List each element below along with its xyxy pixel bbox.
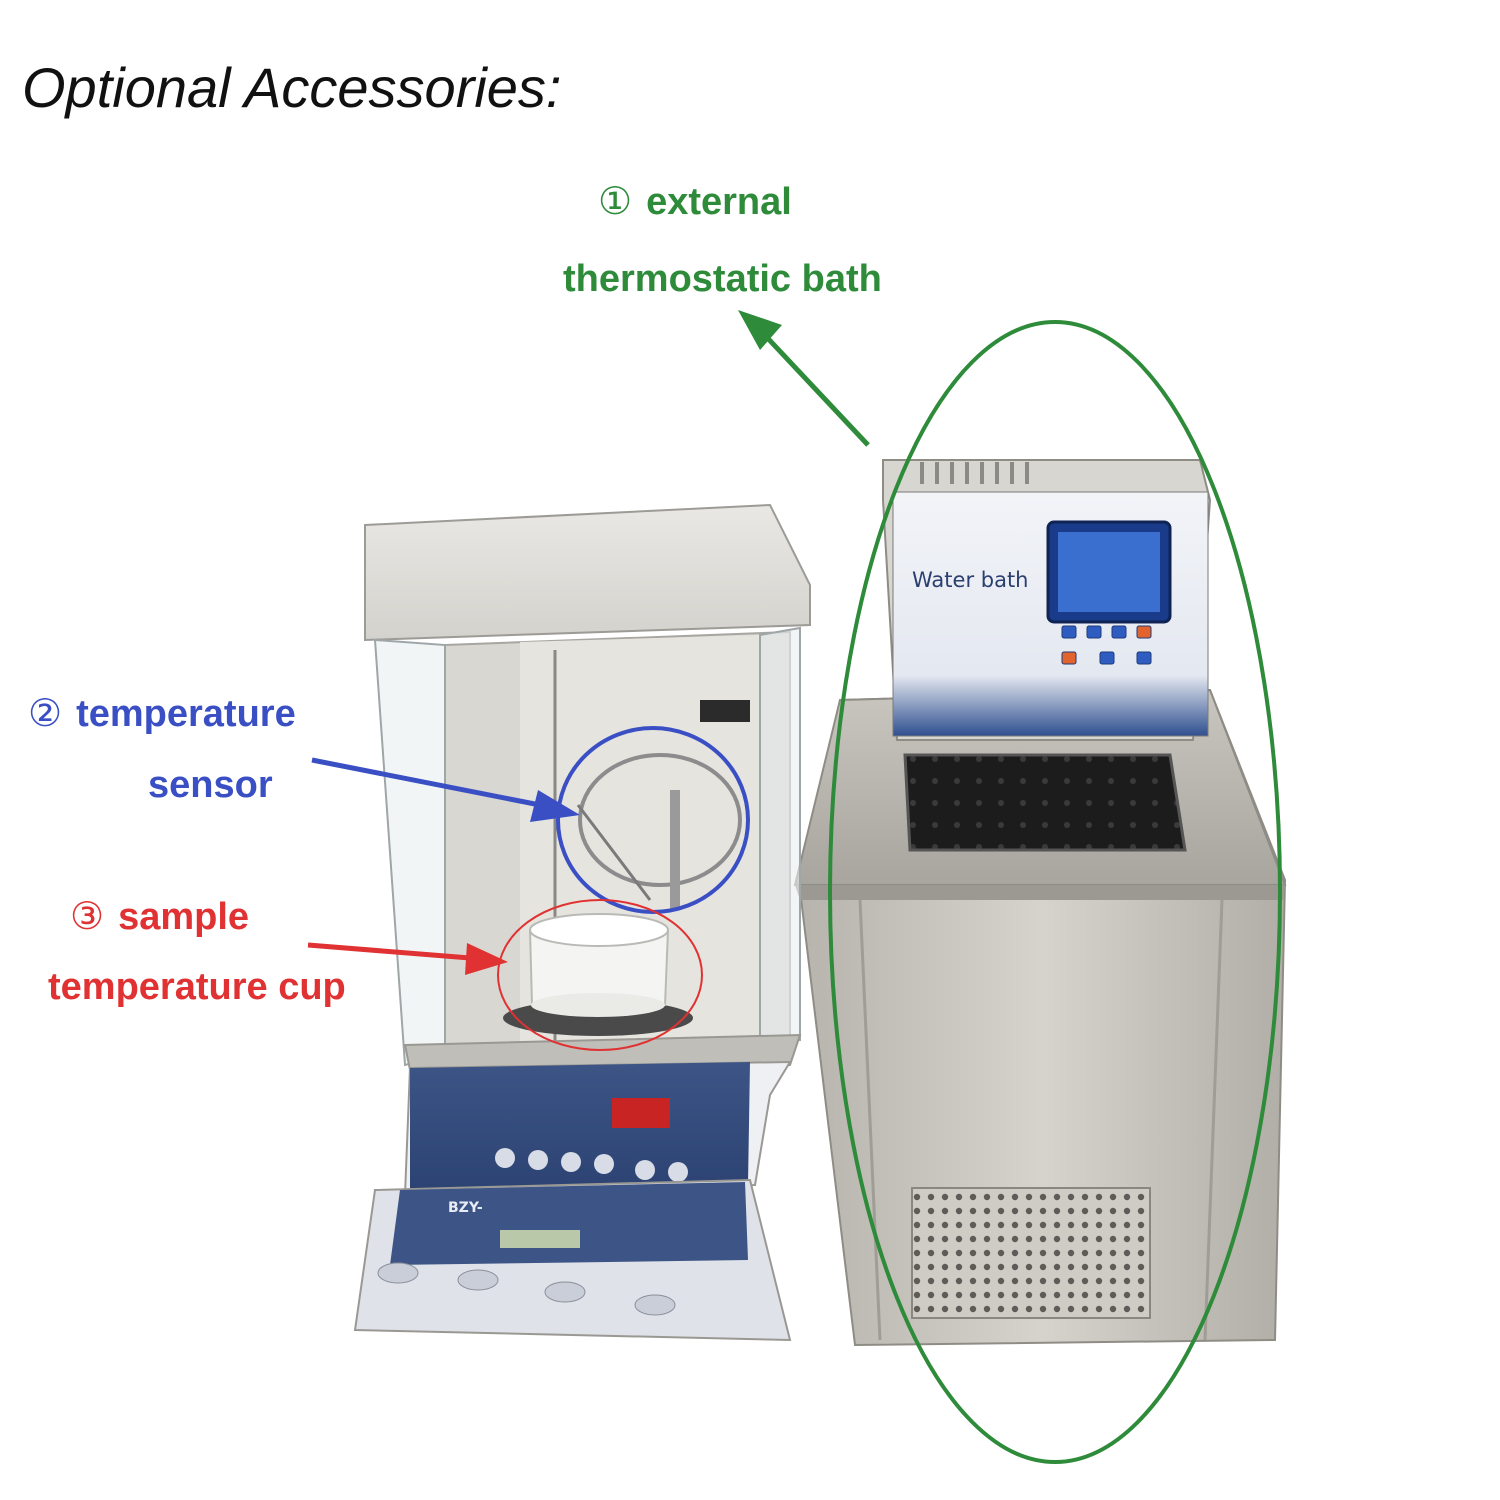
page-title: Optional Accessories: bbox=[22, 56, 562, 119]
arrow-thermostatic-bath bbox=[738, 310, 870, 447]
annotation-temperature-sensor-line2: sensor bbox=[148, 764, 273, 806]
highlight-thermostatic-bath bbox=[828, 320, 1282, 1464]
highlight-sample-cup bbox=[497, 899, 703, 1051]
annotation-sample-cup-line2: temperature cup bbox=[48, 966, 346, 1008]
annotation-number-2: ② bbox=[28, 693, 63, 735]
annotation-number-1: ① bbox=[598, 181, 633, 223]
arrow-temperature-sensor bbox=[311, 757, 580, 822]
arrow-sample-cup bbox=[307, 942, 508, 975]
water-bath: Water bath bbox=[793, 459, 1287, 1347]
highlight-temperature-sensor bbox=[556, 726, 750, 914]
water-bath-label: Water bath bbox=[912, 568, 1029, 592]
annotation-number-3: ③ bbox=[70, 896, 105, 938]
tensiometer-brand: BZY- bbox=[448, 1200, 483, 1216]
tensiometer: BZY- bbox=[353, 503, 811, 1342]
annotation-thermostatic-bath-line2: thermostatic bath bbox=[563, 258, 882, 300]
